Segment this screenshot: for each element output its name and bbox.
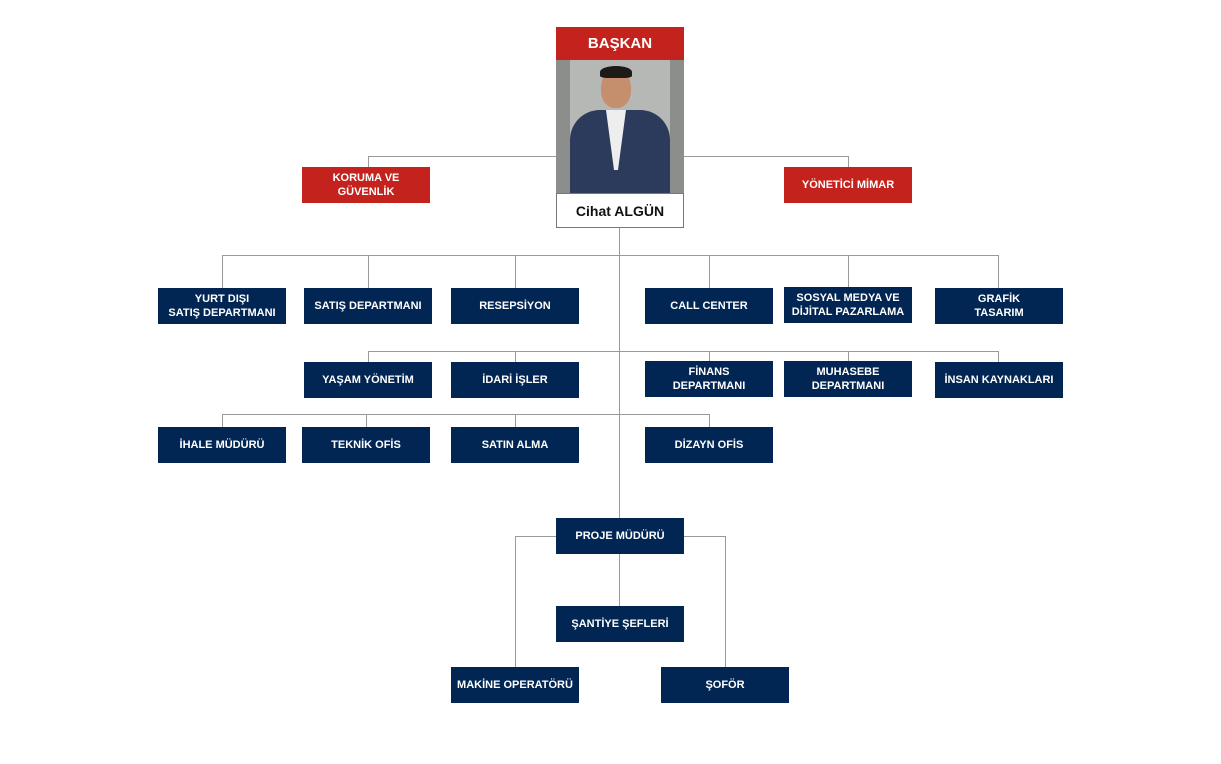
node-executive-architect[interactable]: YÖNETİCİ MİMAR [784,167,912,203]
node-design-office[interactable]: DİZAYN OFİS [645,427,773,463]
node-site-chiefs[interactable]: ŞANTİYE ŞEFLERİ [556,606,684,642]
node-call-center[interactable]: CALL CENTER [645,288,773,324]
president-name: Cihat ALGÜN [556,193,684,228]
node-finance[interactable]: FİNANS DEPARTMANI [645,361,773,397]
node-security[interactable]: KORUMA VE GÜVENLİK [302,167,430,203]
node-human-resources[interactable]: İNSAN KAYNAKLARI [935,362,1063,398]
node-tender-manager[interactable]: İHALE MÜDÜRÜ [158,427,286,463]
node-administrative[interactable]: İDARİ İŞLER [451,362,579,398]
node-technical-office[interactable]: TEKNİK OFİS [302,427,430,463]
president-photo [556,60,684,193]
node-machine-operator[interactable]: MAKİNE OPERATÖRÜ [451,667,579,703]
node-purchasing[interactable]: SATIN ALMA [451,427,579,463]
node-project-manager[interactable]: PROJE MÜDÜRÜ [556,518,684,554]
node-foreign-sales[interactable]: YURT DIŞI SATIŞ DEPARTMANI [158,288,286,324]
node-life-management[interactable]: YAŞAM YÖNETİM [304,362,432,398]
president-title: BAŞKAN [556,27,684,60]
node-reception[interactable]: RESEPSİYON [451,288,579,324]
node-driver[interactable]: ŞOFÖR [661,667,789,703]
node-graphic-design[interactable]: GRAFİK TASARIM [935,288,1063,324]
node-sales[interactable]: SATIŞ DEPARTMANI [304,288,432,324]
node-social-media[interactable]: SOSYAL MEDYA VE DİJİTAL PAZARLAMA [784,287,912,323]
node-accounting[interactable]: MUHASEBE DEPARTMANI [784,361,912,397]
